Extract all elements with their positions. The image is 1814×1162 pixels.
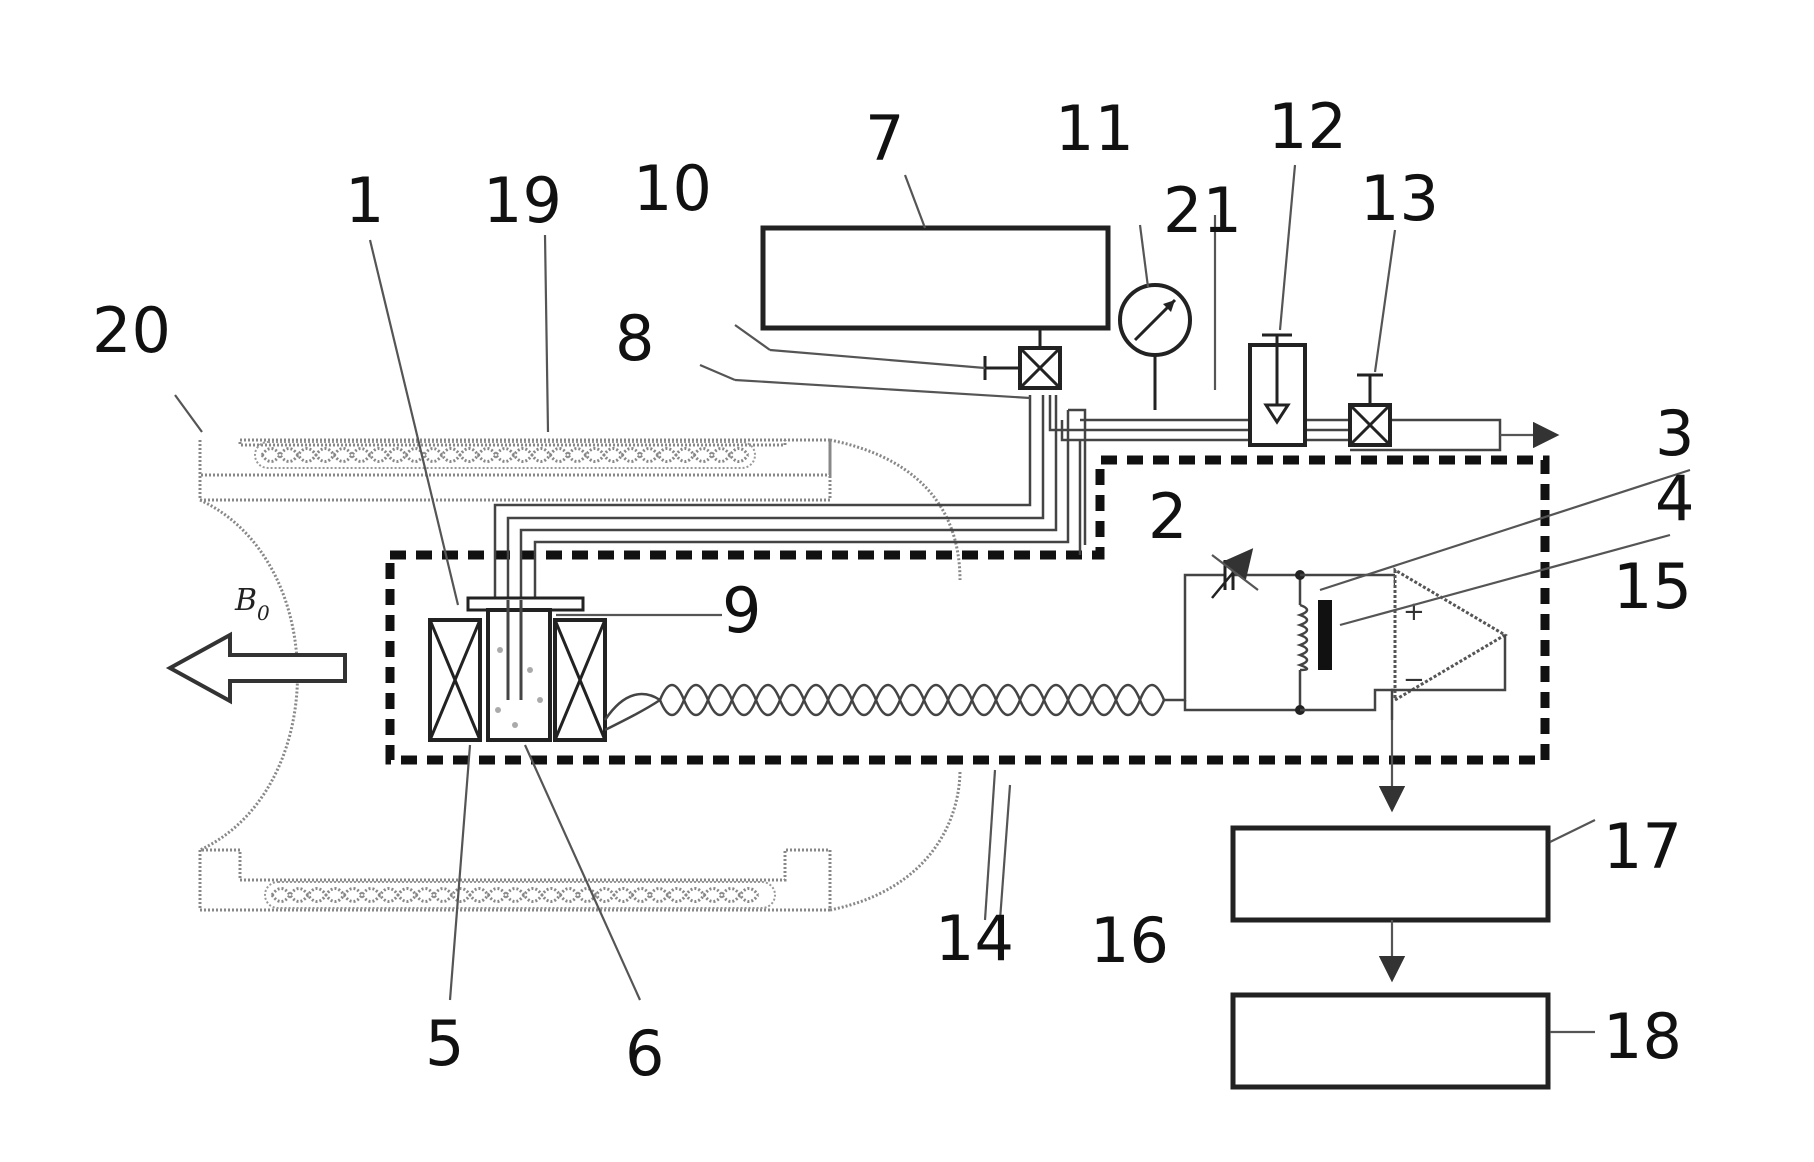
label-11: 11 [1055,92,1134,165]
label-13: 13 [1360,162,1439,235]
field-subscript: 0 [257,601,270,625]
label-10: 10 [633,152,712,225]
check-valve [1250,335,1305,445]
label-19: 19 [483,164,562,237]
label-17: 17 [1603,810,1682,883]
magnet-coil-bottom [265,882,775,908]
label-20: 20 [92,294,171,367]
svg-text:B0: B0 [234,583,270,625]
label-12: 12 [1268,90,1347,163]
gas-reservoir-box [763,228,1108,328]
spectrometer-box [1233,828,1548,920]
label-3: 3 [1655,397,1694,470]
label-8: 8 [615,302,654,375]
label-16: 16 [1090,904,1169,977]
label-2: 2 [1148,480,1187,553]
pressure-gauge [1120,285,1190,410]
label-4: 4 [1655,462,1694,535]
label-14: 14 [935,902,1014,975]
label-15: 15 [1613,550,1692,623]
label-6: 6 [625,1017,664,1090]
inlet-valve [985,330,1060,388]
amp-plus-sign: + [1403,597,1425,627]
label-21: 21 [1163,174,1242,247]
field-arrow: B0 [170,583,345,701]
label-5: 5 [425,1007,464,1080]
shutoff-valve [1350,375,1390,445]
label-7: 7 [865,102,904,175]
label-9: 9 [722,574,761,647]
field-label: B [234,583,257,618]
label-1: 1 [345,164,384,237]
twisted-pair-cable [605,685,1164,730]
computer-box [1233,995,1548,1087]
label-18: 18 [1603,1000,1682,1073]
